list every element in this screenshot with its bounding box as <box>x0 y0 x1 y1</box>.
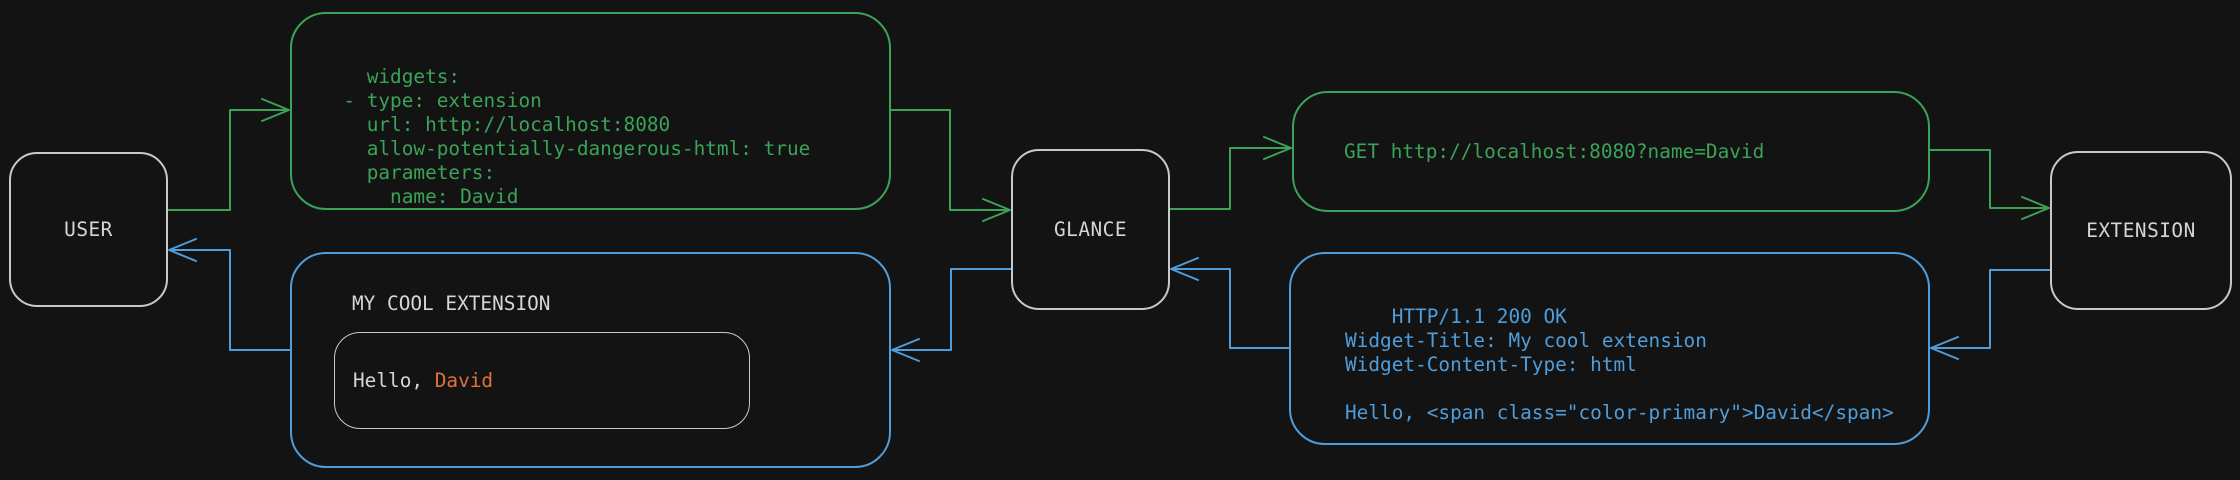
node-glance: GLANCE <box>1011 149 1170 310</box>
connector-response-to-glance <box>1172 268 1290 349</box>
connector-glance-to-request <box>1169 147 1290 210</box>
node-user: USER <box>9 152 168 307</box>
node-glance-label: GLANCE <box>1053 217 1128 241</box>
config-yaml-code: widgets: - type: extension url: http://l… <box>343 65 811 208</box>
config-yaml-box: widgets: - type: extension url: http://l… <box>290 12 891 210</box>
http-response-code: HTTP/1.1 200 OK Widget-Title: My cool ex… <box>1345 305 1894 424</box>
connector-config-to-glance <box>890 109 1009 211</box>
connector-glance-to-widget <box>893 268 1012 351</box>
arrowhead-glance-to-request <box>1263 136 1292 160</box>
arrowhead-response-to-glance <box>1170 257 1199 281</box>
arrowhead-user-to-config <box>261 98 290 122</box>
arrowhead-widget-to-user <box>168 238 197 262</box>
greeting-name: David <box>434 368 494 392</box>
arrowhead-glance-to-widget <box>891 338 920 362</box>
rendered-widget-box: MY COOL EXTENSION Hello, David <box>290 252 891 468</box>
http-request-box: GET http://localhost:8080?name=David <box>1292 91 1930 212</box>
http-request-line: GET http://localhost:8080?name=David <box>1344 139 1765 163</box>
arrowhead-extension-to-response <box>1930 336 1959 360</box>
connector-user-to-config <box>167 109 289 211</box>
connector-request-to-extension <box>1929 149 2048 209</box>
http-response-box: HTTP/1.1 200 OK Widget-Title: My cool ex… <box>1289 252 1930 445</box>
greeting-prefix: Hello, <box>353 368 435 392</box>
widget-greeting-box: Hello, David <box>334 332 750 429</box>
node-user-label: USER <box>64 217 113 241</box>
node-extension-label: EXTENSION <box>2086 218 2196 242</box>
connector-extension-to-response <box>1932 269 2051 349</box>
widget-title: MY COOL EXTENSION <box>352 292 551 315</box>
arrowhead-config-to-glance <box>982 198 1011 222</box>
node-extension: EXTENSION <box>2050 151 2232 310</box>
connector-widget-to-user <box>170 249 291 351</box>
arrowhead-request-to-extension <box>2021 196 2050 220</box>
